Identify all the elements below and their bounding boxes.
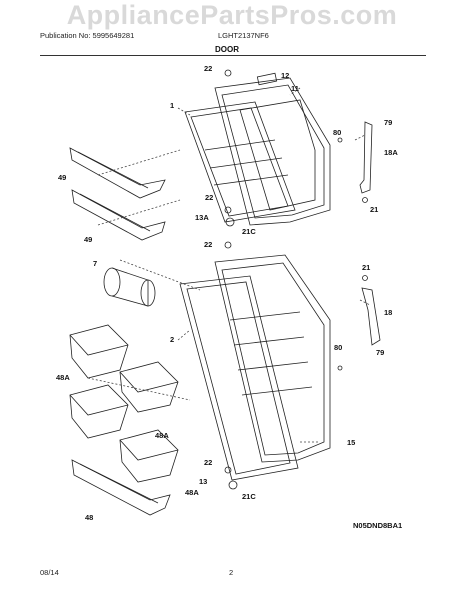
callout-49: 49 [58,173,66,182]
part-22-screw-c [224,241,232,249]
callout-21: 21 [362,263,370,272]
door-bin-48A-right-top [119,361,179,413]
callout-22: 22 [204,240,212,249]
callout-12: 12 [281,71,289,80]
part-12-plate [256,72,278,86]
freezer-inner-shelves [204,139,289,186]
fresh-food-door-outer [214,254,331,463]
callout-18A: 18A [384,148,398,157]
part-13-hinge [228,480,238,490]
part-13A-hinge [225,217,235,227]
door-bin-48-long [71,459,171,516]
freezer-handle [359,121,373,194]
leader-lines [87,87,371,443]
callout-79: 79 [376,348,384,357]
callout-80: 80 [334,343,342,352]
callout-1: 1 [170,101,174,110]
part-21-screw-a [362,197,368,203]
part-80-screw-b [337,365,343,371]
watermark: AppliancePartsPros.com [66,0,398,30]
fresh-food-handle [361,287,381,346]
part-80-screw-a [337,137,343,143]
freezer-gasket [184,101,296,223]
callout-48A: 48A [185,488,199,497]
freezer-door-outer [214,77,331,226]
callout-48A: 48A [155,431,169,440]
callout-48: 48 [85,513,93,522]
callout-2: 2 [170,335,174,344]
section-title: DOOR [215,45,239,54]
door-bin-48A-right-bottom [119,429,179,483]
footer-date: 08/14 [40,568,59,577]
publication-number: Publication No: 5995649281 [40,31,135,40]
callout-21: 21 [370,205,378,214]
callout-18: 18 [384,308,392,317]
freezer-door-bin-upper [69,147,166,199]
callout-79: 79 [384,118,392,127]
door-bin-48A-left-bottom [69,384,129,439]
callout-22: 22 [204,64,212,73]
callout-22: 22 [204,458,212,467]
part-21-screw-b [362,275,368,281]
part-22-screw-a [224,69,232,77]
callout-15: 15 [347,438,355,447]
diagram-code: N05DND8BA1 [353,521,403,530]
callout-21C: 21C [242,492,256,501]
callout-21C: 21C [242,227,256,236]
callout-13A: 13A [195,213,209,222]
callout-11: 11 [291,84,299,93]
footer-page-number: 2 [229,568,234,577]
part-22-screw-d [224,466,232,474]
door-bin-48A-left-top [69,324,129,379]
callout-22: 22 [205,193,213,202]
egg-tray-cylinder [103,267,156,307]
callout-49: 49 [84,235,92,244]
freezer-door-bin-lower [71,189,166,241]
header-rule [40,55,426,56]
callout-13: 13 [199,477,207,486]
callout-7: 7 [93,259,97,268]
fresh-food-inner-shelves [229,311,313,396]
model-number: LGHT2137NF6 [218,31,269,40]
part-22-screw-b [224,206,232,214]
callout-80: 80 [333,128,341,137]
fresh-food-gasket [179,275,299,481]
callout-48A: 48A [56,373,70,382]
